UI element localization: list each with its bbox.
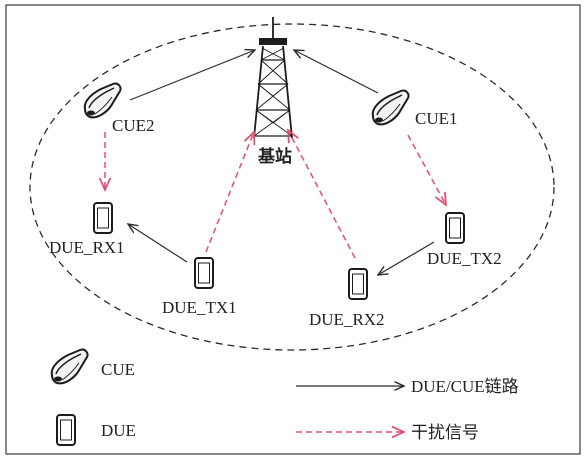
legend-interference-label: 干扰信号: [411, 423, 479, 442]
cue-link-arrows: [128, 50, 435, 275]
legend-due-label: DUE: [101, 421, 136, 440]
due-rx2-label: DUE_RX2: [309, 310, 385, 329]
cue2-to-bs-link: [129, 50, 255, 101]
legend-cue-flip-phone-icon: [50, 348, 89, 385]
legend-due-smartphone-icon: [56, 414, 76, 446]
dtx2-to-drx2-link: [378, 241, 435, 275]
due-tx2-smartphone-icon: [445, 212, 465, 244]
legend-cue-label: CUE: [101, 360, 135, 379]
due-rx1-smartphone-icon: [93, 202, 113, 234]
cue1-to-bs-link: [294, 50, 379, 94]
cell-tower-icon: [253, 17, 293, 139]
dtx1-to-drx1-link: [128, 224, 188, 263]
interference-arrows: [105, 130, 446, 259]
base-station-label: 基站: [257, 146, 292, 166]
due-tx1-label: DUE_TX1: [162, 298, 237, 317]
drx2-to-bs-interference: [288, 130, 356, 259]
cell-coverage-ellipse: [29, 23, 555, 351]
dtx1-to-bs-interference: [205, 132, 254, 253]
cue2-label: CUE2: [112, 116, 155, 135]
cue1-label: CUE1: [415, 109, 458, 128]
due-rx2-smartphone-icon: [348, 268, 368, 300]
due-rx1-label: DUE_RX1: [49, 238, 125, 257]
outer-border: [5, 4, 581, 455]
due-tx1-smartphone-icon: [194, 257, 214, 289]
due-tx2-label: DUE_TX2: [427, 249, 502, 268]
cue2-flip-phone-icon: [83, 82, 122, 119]
cue1-flip-phone-icon: [371, 89, 410, 126]
legend: CUE DUE DUE/CUE链路 干扰信号: [50, 348, 519, 446]
legend-link-label: DUE/CUE链路: [411, 377, 519, 396]
cue1-to-dtx2-interference: [407, 134, 446, 205]
